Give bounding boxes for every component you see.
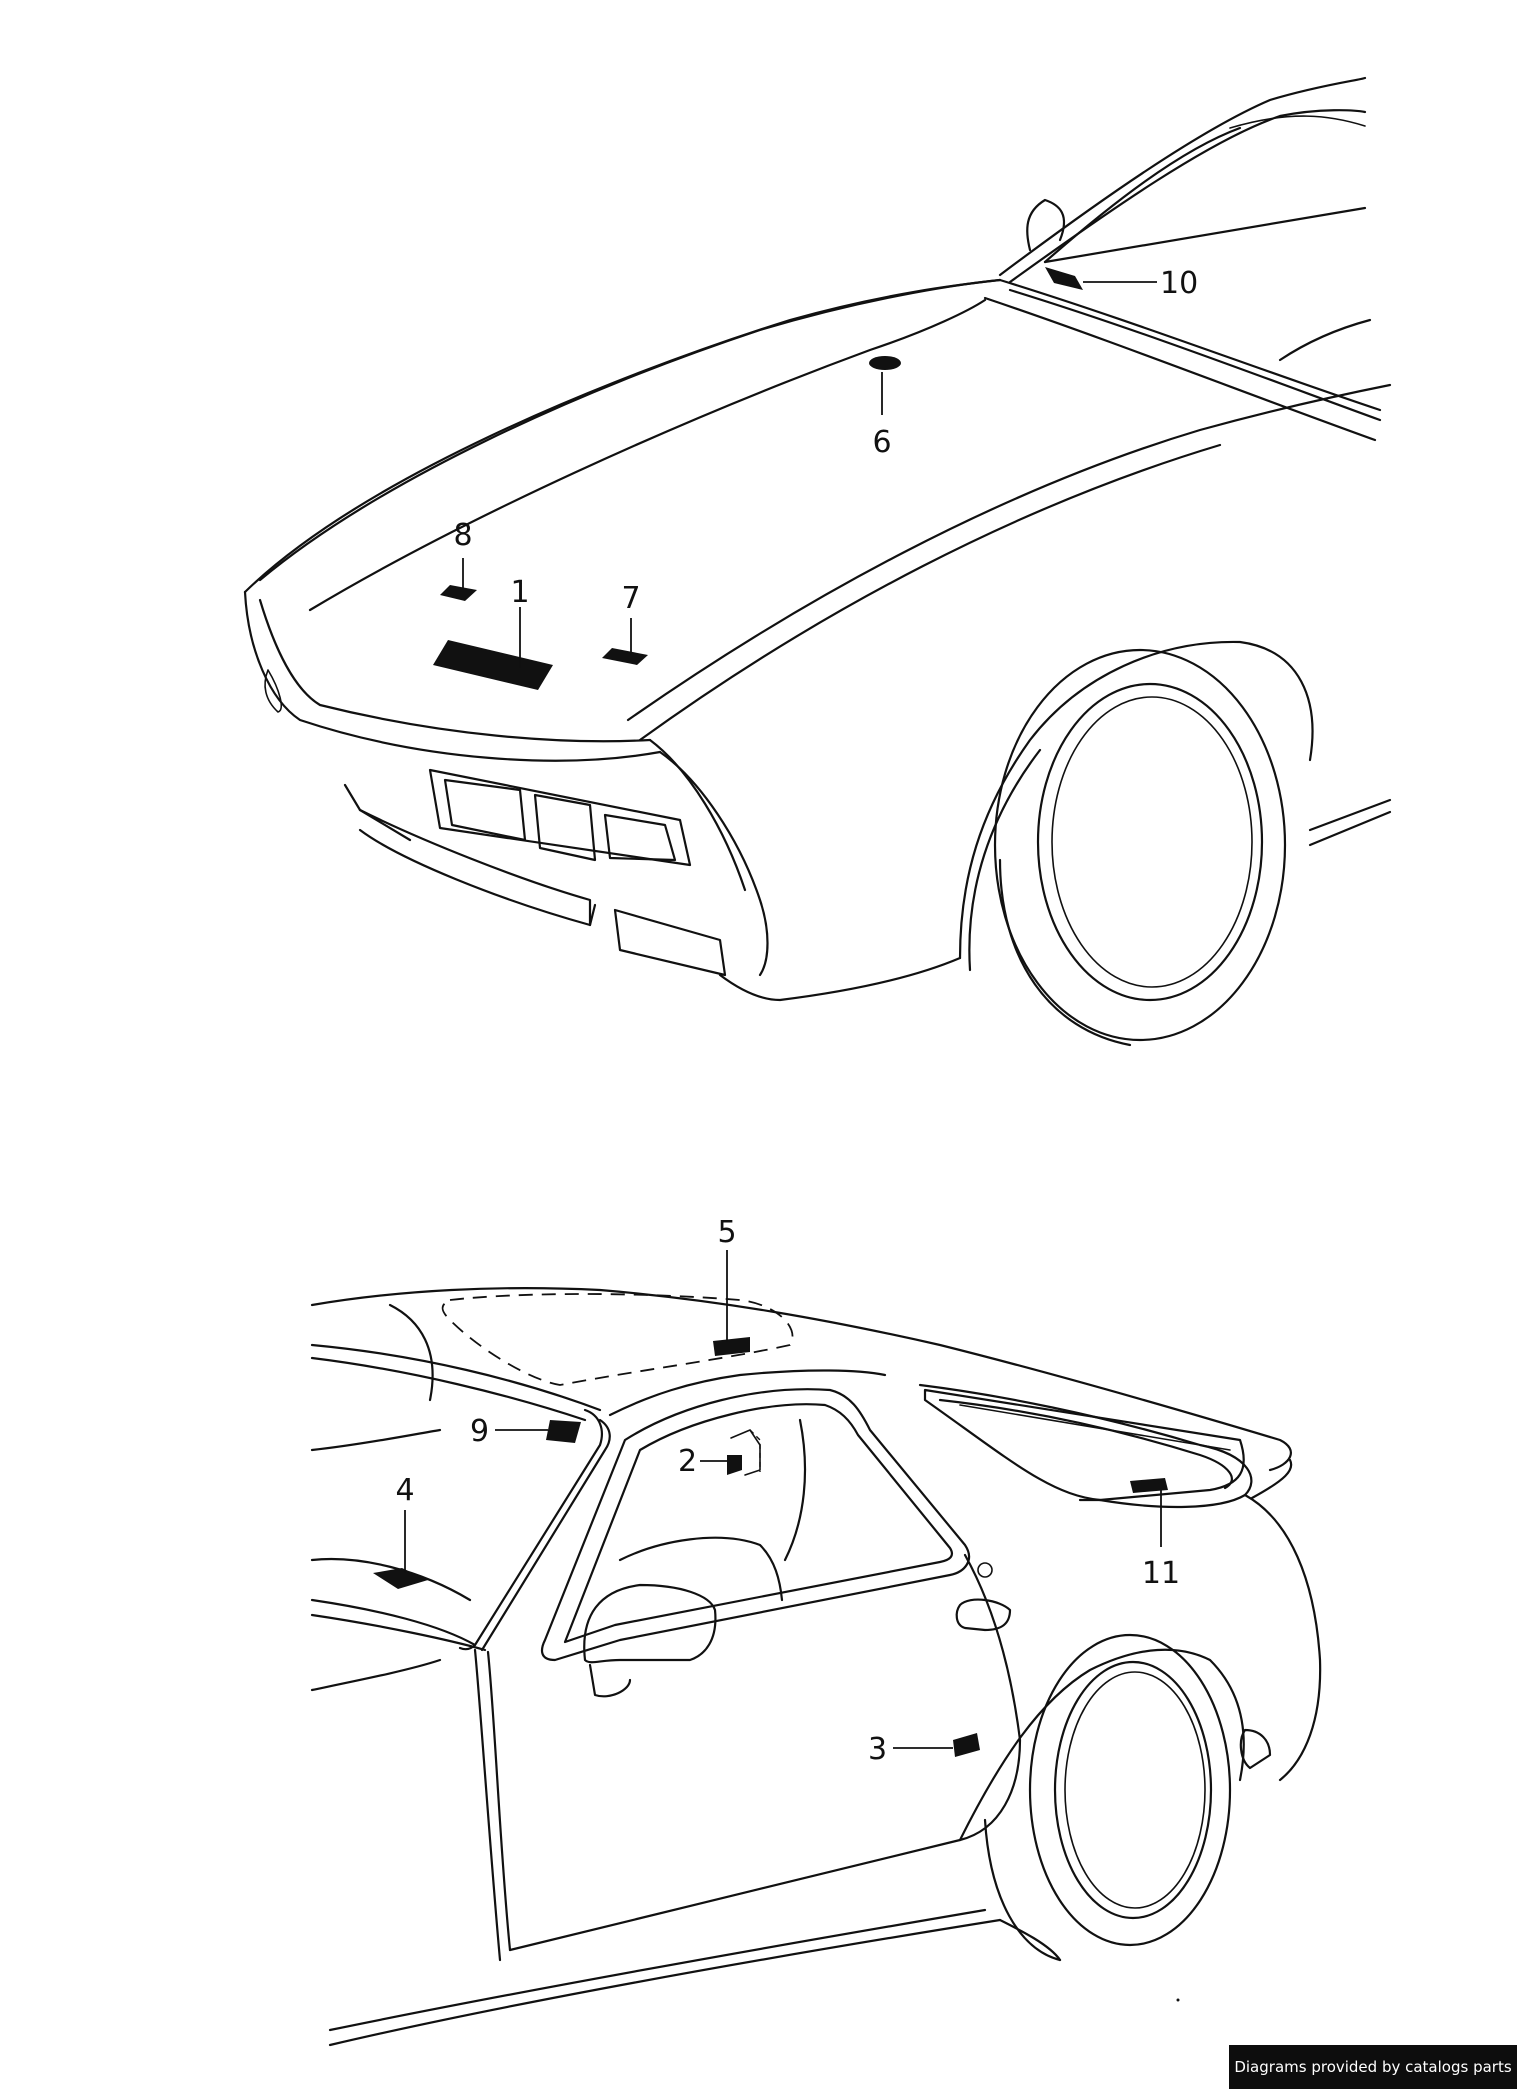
callout-10: 10: [1160, 266, 1198, 301]
callout-7: 7: [621, 581, 640, 616]
decal-5: [713, 1337, 750, 1356]
rear-car-drawing: [310, 1287, 1322, 2047]
decal-4: [373, 1568, 428, 1589]
callout-8: 8: [453, 518, 472, 553]
callout-3: 3: [868, 1732, 887, 1767]
decal-10: [1045, 267, 1083, 290]
callout-9: 9: [470, 1414, 489, 1449]
front-decals: [433, 267, 1083, 690]
decal-8: [440, 585, 477, 601]
decal-7: [602, 648, 648, 665]
callout-2: 2: [678, 1444, 697, 1479]
credit-text: Diagrams provided by catalogs parts: [1234, 2058, 1512, 2076]
decal-3: [953, 1733, 980, 1757]
decal-6: [869, 356, 901, 370]
callout-1: 1: [510, 575, 529, 610]
decal-9: [546, 1420, 581, 1443]
callout-4: 4: [395, 1473, 414, 1508]
front-car-drawing: [243, 76, 1392, 1047]
callout-11: 11: [1142, 1556, 1180, 1591]
rear-decals: [373, 1337, 1168, 1757]
decal-2: [727, 1429, 761, 1476]
rear-leaders: [404, 1250, 1162, 1749]
front-callouts: 1 6 7 8 10: [453, 266, 1198, 616]
decal-1: [433, 640, 553, 690]
rear-callouts: 2 3 4 5 9 11: [395, 1215, 1180, 1767]
speck: [1176, 1998, 1180, 2002]
callout-5: 5: [717, 1215, 736, 1250]
front-leaders: [462, 281, 1157, 668]
callout-6: 6: [872, 425, 891, 460]
credit-banner: Diagrams provided by catalogs parts: [1229, 2045, 1517, 2089]
decal-11: [1130, 1478, 1168, 1493]
